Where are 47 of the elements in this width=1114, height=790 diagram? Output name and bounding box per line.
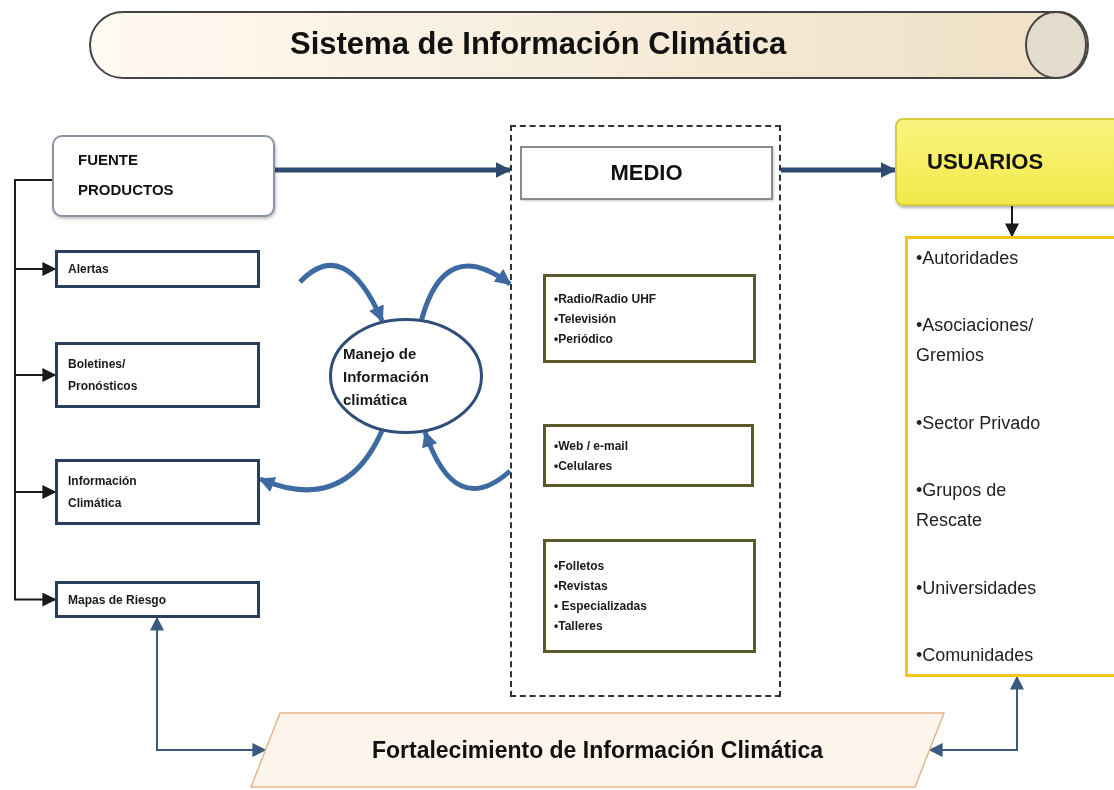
arrow (781, 162, 897, 178)
ellipse-node (329, 318, 483, 434)
dashed-container (510, 125, 781, 697)
list-item: •Universidades (916, 576, 1038, 600)
arrow (14, 179, 57, 607)
node-label: Información Climática (68, 473, 138, 512)
curved-arrow (422, 430, 512, 491)
node-label: Alertas (68, 261, 109, 278)
parallelogram-node (250, 712, 945, 788)
title: Sistema de Información Climática (290, 25, 787, 63)
list-item: •Televisión (554, 310, 617, 328)
process-box (55, 342, 260, 408)
list-item: •Folletos (554, 558, 606, 575)
list-item: •Periódico (554, 330, 614, 348)
node-label: Manejo de Información climática (343, 343, 430, 410)
node-label: Boletines/ Pronósticos (68, 356, 139, 395)
process-box (55, 581, 260, 618)
curved-arrow (298, 263, 385, 323)
curved-arrow (419, 263, 512, 320)
list-item: •Comunidades (916, 643, 1035, 667)
list-item: •Revistas (554, 578, 609, 595)
list-item: •Web / e-mail (554, 437, 629, 455)
node-heading: USUARIOS (927, 149, 1044, 175)
node-label: FUENTE PRODUCTOS (78, 150, 175, 200)
list-item: •Grupos de Rescate (916, 479, 1008, 533)
arrow (1005, 205, 1019, 238)
node-heading: MEDIO (610, 160, 683, 186)
list-box (543, 424, 754, 487)
curved-arrow (258, 429, 385, 493)
rounded-box (52, 135, 275, 217)
process-box (55, 250, 260, 288)
list-item: •Celulares (554, 457, 614, 475)
arrow (275, 162, 512, 178)
list-item: •Radio/Radio UHF (554, 290, 658, 308)
list-item: •Talleres (554, 618, 604, 635)
process-box (55, 459, 260, 525)
list-box (543, 539, 756, 653)
list-box (905, 236, 1114, 677)
node-label: Mapas de Riesgo (68, 591, 167, 609)
list-item: •Asociaciones/ Gremios (916, 314, 1035, 368)
list-item: •Autoridades (916, 247, 1020, 270)
list-item: • Especializadas (554, 598, 648, 615)
heading-box (520, 146, 773, 200)
heading-box (895, 118, 1114, 206)
node-label: Fortalecimiento de Información Climática (371, 736, 824, 764)
list-box (543, 274, 756, 363)
list-item: •Sector Privado (916, 411, 1042, 435)
